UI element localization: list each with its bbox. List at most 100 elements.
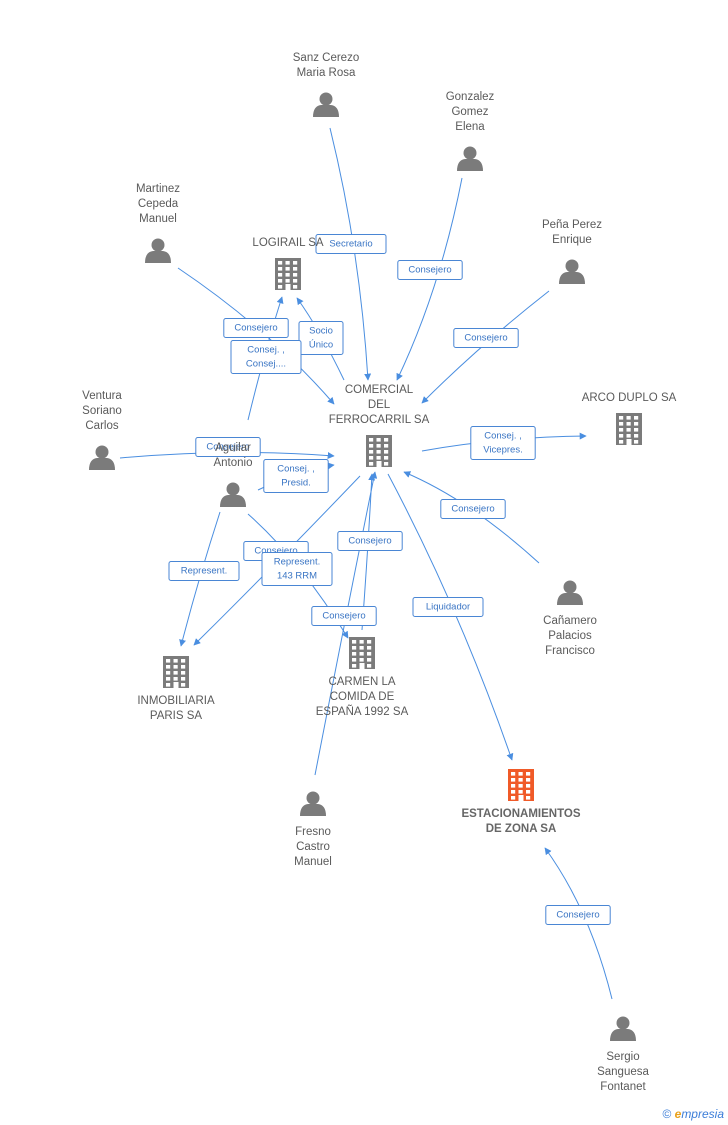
edge-gonzalez-comercial bbox=[396, 177, 463, 381]
node-label: Gomez bbox=[451, 106, 488, 118]
node-label: Fontanet bbox=[600, 1081, 646, 1093]
person-icon bbox=[610, 1016, 636, 1041]
edge-label-fresno-comercial[interactable]: Consejero bbox=[311, 606, 377, 626]
node-label: INMOBILIARIA bbox=[137, 695, 215, 707]
node-label: ARCO DUPLO SA bbox=[582, 392, 677, 404]
node-comercial[interactable]: COMERCIAL DEL FERROCARRIL SA bbox=[329, 384, 430, 467]
edge-label-text: Socio bbox=[309, 326, 333, 337]
node-label: Manuel bbox=[139, 213, 177, 225]
edge-label-box bbox=[195, 437, 261, 457]
node-label: Peña Perez bbox=[542, 219, 602, 231]
node-label: PARIS SA bbox=[150, 710, 203, 722]
edge-label-text: Represent. bbox=[274, 557, 320, 568]
edge-label-box bbox=[397, 260, 463, 280]
node-label: CARMEN LA bbox=[328, 676, 395, 688]
copyright-symbol: © bbox=[662, 1107, 672, 1121]
edge-label-canamero-comercial[interactable]: Consejero bbox=[440, 499, 506, 519]
edge-label-text: Consej. , bbox=[277, 464, 315, 475]
edge-label-box bbox=[298, 321, 344, 355]
edge-label-comercial-estacionamientos[interactable]: Liquidador bbox=[412, 597, 484, 617]
edge-label-box bbox=[470, 426, 536, 460]
edge-label-text: Único bbox=[309, 340, 333, 351]
node-inmobiliaria[interactable]: INMOBILIARIA PARIS SA bbox=[137, 656, 215, 722]
edge-label-text: Consej. , bbox=[247, 345, 285, 356]
edge-label-box bbox=[440, 499, 506, 519]
building-icon bbox=[163, 656, 189, 688]
edge-label-carmen-comercial[interactable]: Consejero bbox=[337, 531, 403, 551]
node-label: Sanguesa bbox=[597, 1066, 649, 1078]
node-label: LOGIRAIL SA bbox=[252, 237, 323, 249]
node-label: Francisco bbox=[545, 645, 595, 657]
edge-label-sanz-comercial[interactable]: Secretario bbox=[315, 234, 387, 254]
node-label: DE ZONA SA bbox=[486, 823, 557, 835]
building-icon bbox=[366, 435, 392, 467]
building-icon bbox=[349, 637, 375, 669]
edge-label-text: Vicepres. bbox=[483, 445, 522, 456]
edge-label-sergio-estacionamientos[interactable]: Consejero bbox=[545, 905, 611, 925]
edge-label-box bbox=[263, 459, 329, 493]
edge-label-text: Consejero bbox=[464, 333, 507, 344]
node-label: Antonio bbox=[213, 457, 252, 469]
edge-label-text: Consej.... bbox=[246, 359, 286, 370]
node-label: Palacios bbox=[548, 630, 592, 642]
person-icon bbox=[557, 580, 583, 605]
edge-label-text: Consejero bbox=[322, 611, 365, 622]
edge-label-text: Presid. bbox=[281, 478, 311, 489]
edge-label-text: Represent. bbox=[181, 566, 227, 577]
node-label: Manuel bbox=[294, 856, 332, 868]
edge-label-box bbox=[412, 597, 484, 617]
person-icon bbox=[457, 146, 483, 171]
node-arco[interactable]: ARCO DUPLO SA bbox=[582, 392, 677, 445]
person-icon bbox=[559, 259, 585, 284]
edge-label-box bbox=[337, 531, 403, 551]
edge-label-aguilar-inmobiliaria[interactable]: Represent. bbox=[168, 561, 240, 581]
node-label: Ventura bbox=[82, 390, 122, 402]
copyright[interactable]: © empresia bbox=[662, 1107, 724, 1121]
node-label: Maria Rosa bbox=[297, 67, 356, 79]
edge-label-pena-comercial[interactable]: Consejero bbox=[453, 328, 519, 348]
edge-label-aguilar-carmen[interactable]: Represent. 143 RRM bbox=[261, 552, 333, 586]
node-label: COMIDA DE bbox=[330, 691, 395, 703]
person-icon bbox=[145, 238, 171, 263]
edge-label-box bbox=[230, 340, 302, 374]
node-label: Elena bbox=[455, 121, 485, 133]
edge-label-comercial-arco[interactable]: Consej. ,Vicepres. bbox=[470, 426, 536, 460]
edge-label-gonzalez-comercial[interactable]: Consejero bbox=[397, 260, 463, 280]
node-label: Soriano bbox=[82, 405, 122, 417]
node-label: COMERCIAL bbox=[345, 384, 414, 396]
building-icon bbox=[275, 258, 301, 290]
node-label: FERROCARRIL SA bbox=[329, 414, 430, 426]
node-label: Cañamero bbox=[543, 615, 597, 627]
node-label: ESPAÑA 1992 SA bbox=[316, 705, 409, 718]
edge-label-martinez-comercial[interactable]: Consejero bbox=[223, 318, 289, 338]
edge-label-text: 143 RRM bbox=[277, 571, 317, 582]
edge-label-box bbox=[168, 561, 240, 581]
edge-label-text: Secretario bbox=[329, 239, 372, 250]
node-carmen[interactable]: CARMEN LA COMIDA DE ESPAÑA 1992 SA bbox=[316, 637, 409, 718]
node-label: Fresno bbox=[295, 826, 331, 838]
edge-label-ventura-comercial[interactable]: Consejero bbox=[195, 437, 261, 457]
edge-label-aguilar-logirail[interactable]: Consej. , Consej.... bbox=[230, 340, 302, 374]
edge-label-box bbox=[223, 318, 289, 338]
edge-label-text: Consejero bbox=[206, 442, 249, 453]
edge-label-box bbox=[311, 606, 377, 626]
node-label: Sanz Cerezo bbox=[293, 52, 359, 64]
brand-logo: empresia bbox=[674, 1107, 724, 1121]
node-label: Enrique bbox=[552, 234, 592, 246]
node-label: DEL bbox=[368, 399, 391, 411]
node-logirail[interactable]: LOGIRAIL SA bbox=[252, 237, 324, 290]
edge-label-aguilar-comercial[interactable]: Consej. , Presid. bbox=[263, 459, 329, 493]
